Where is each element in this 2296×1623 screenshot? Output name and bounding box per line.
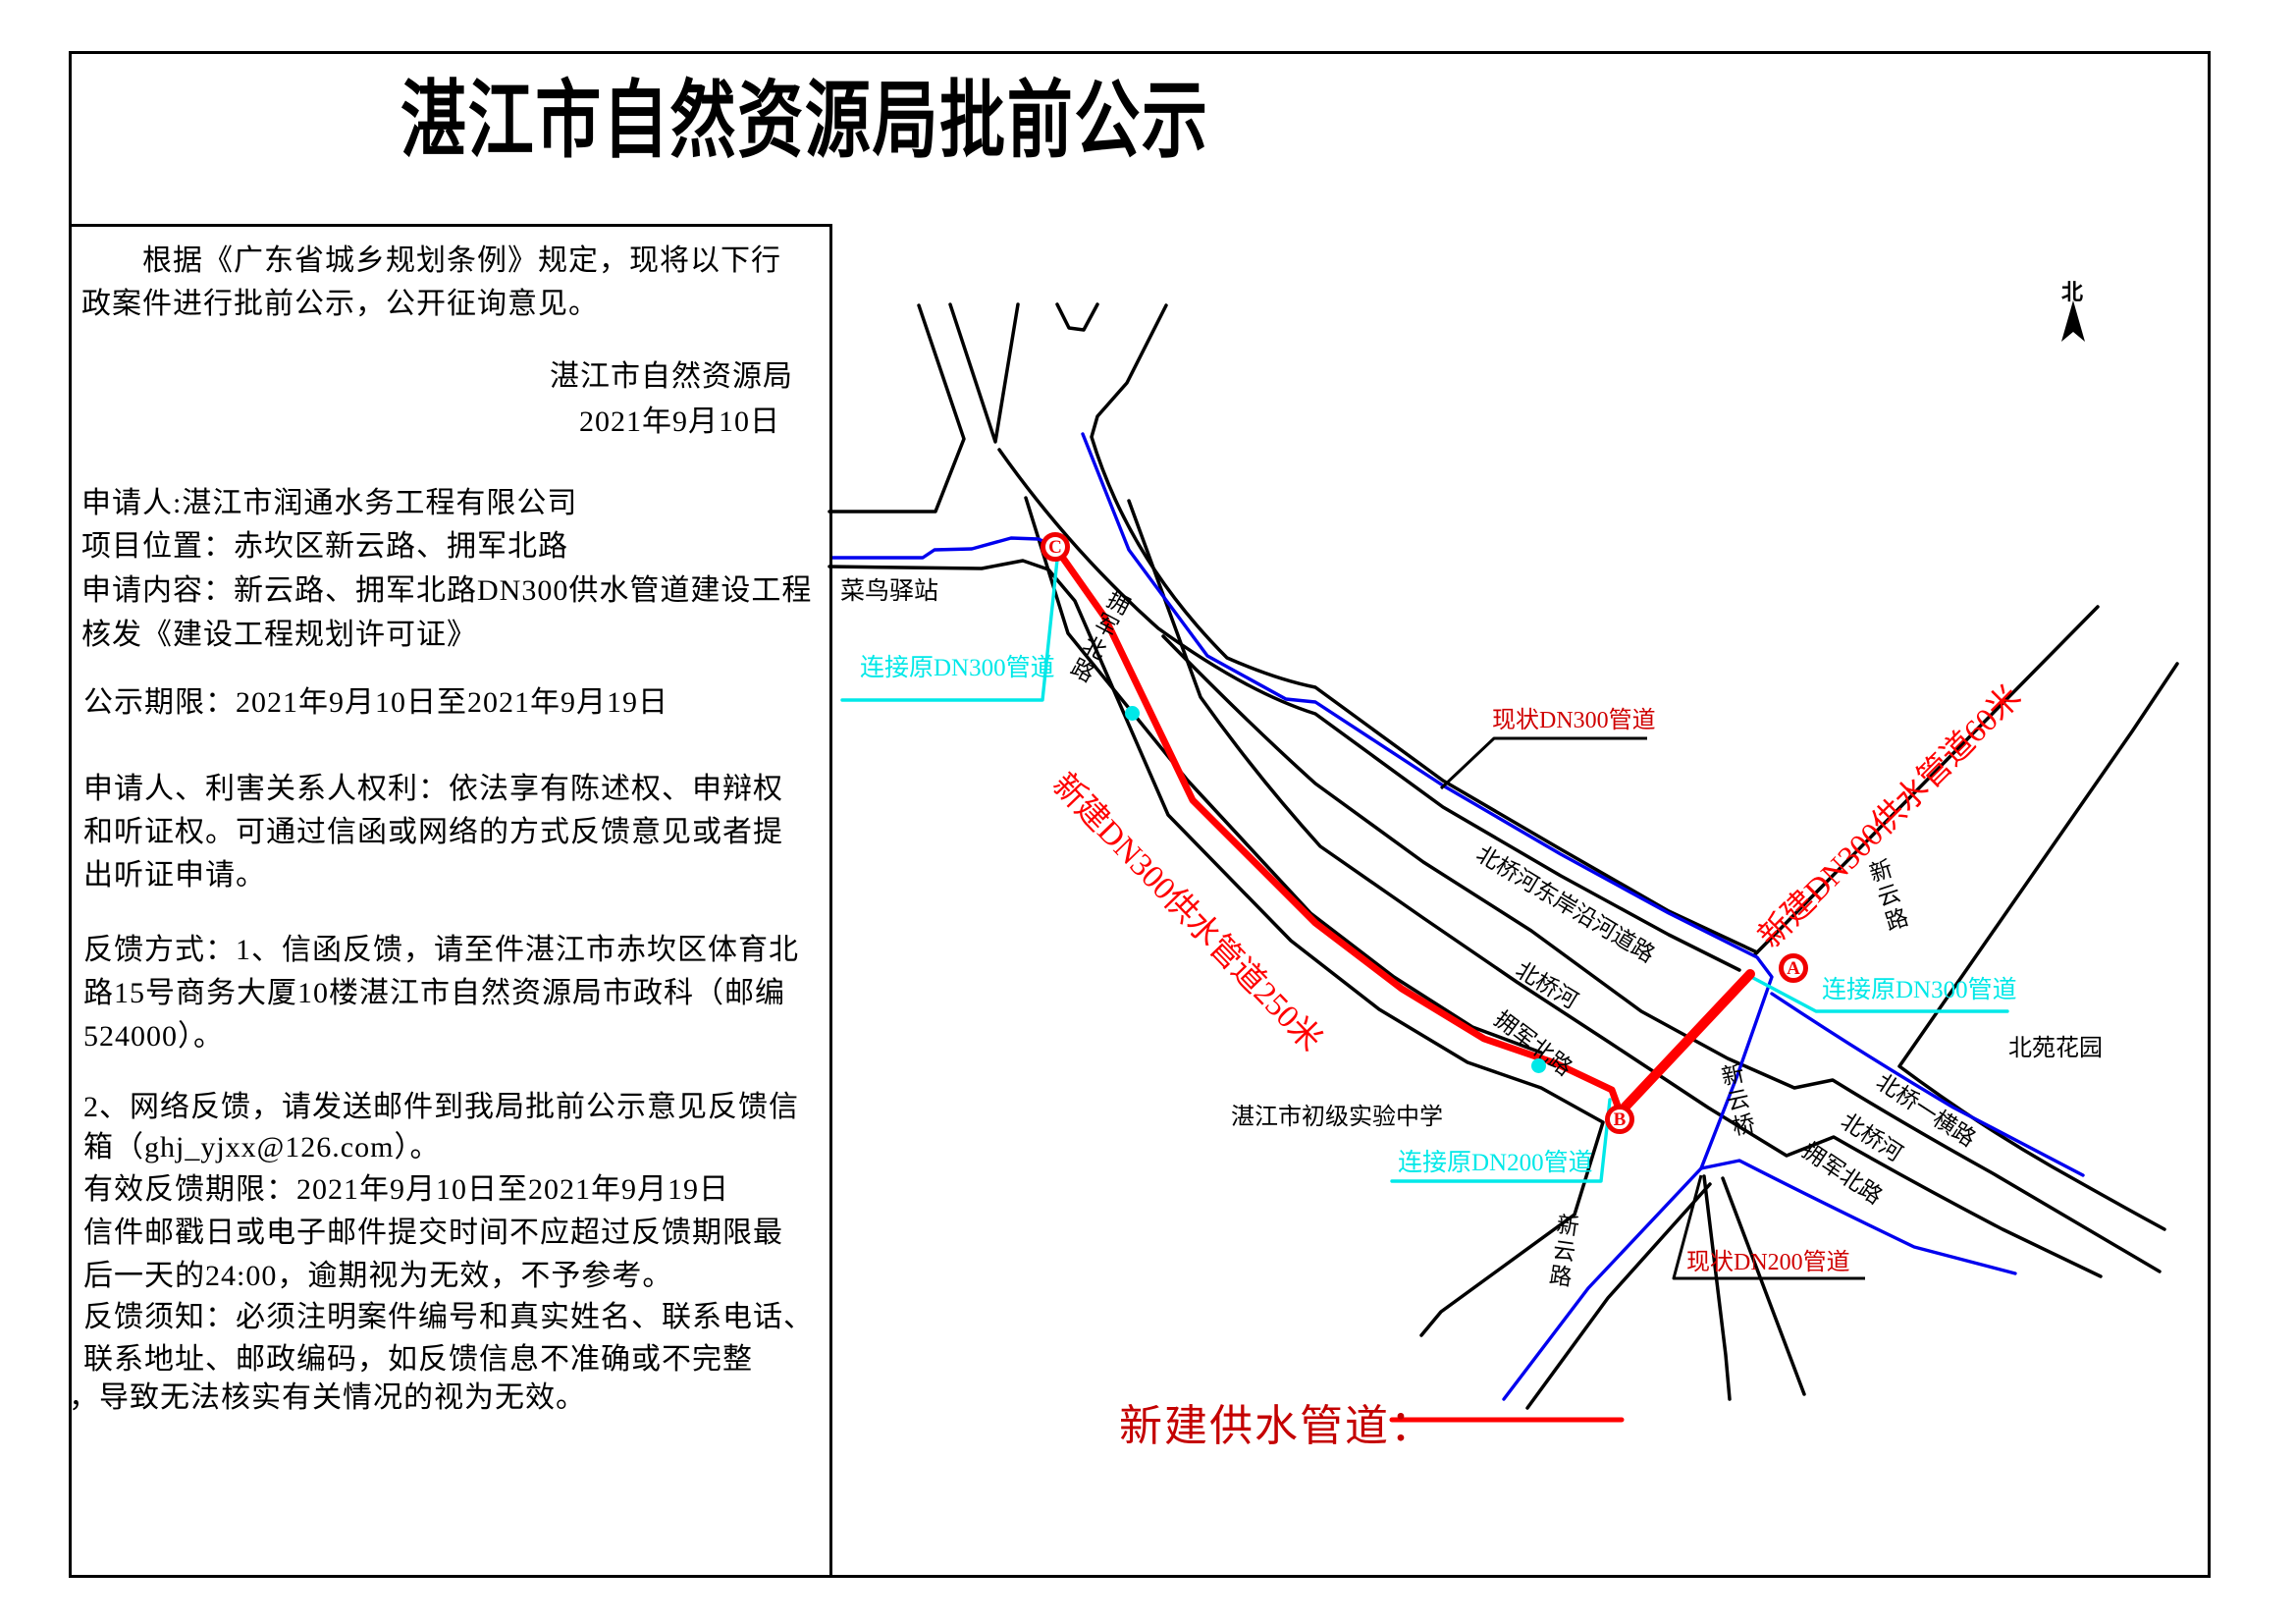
notice-line: 湛江市自然资源局 bbox=[550, 360, 793, 393]
notice-line: 2021年9月10日 bbox=[579, 406, 780, 438]
map-label: 菜鸟驿站 bbox=[840, 578, 939, 605]
pipe-node-marker-B: B bbox=[1605, 1105, 1634, 1134]
notice-line: 和听证权。可通过信函或网络的方式反馈意见或者提 bbox=[83, 816, 783, 848]
notice-line: 政案件进行批前公示，公开征询意见。 bbox=[81, 288, 599, 320]
map-label: 连接原DN200管道 bbox=[1398, 1150, 1593, 1176]
page-border-frame bbox=[69, 51, 2211, 1578]
notice-line: 根据《广东省城乡规划条例》规定，现将以下行 bbox=[142, 244, 781, 277]
map-label: 湛江市初级实验中学 bbox=[1231, 1105, 1443, 1130]
notice-line: 联系地址、邮政编码，如反馈信息不准确或不完整 bbox=[83, 1343, 753, 1376]
notice-line: 反馈方式：1、信函反馈，请至件湛江市赤坎区体育北 bbox=[83, 934, 799, 966]
title-separator-line bbox=[69, 224, 832, 227]
connection-point-dot bbox=[1125, 706, 1140, 721]
label-leader-lines bbox=[1439, 736, 1865, 1280]
page-title: 湛江市自然资源局批前公示 bbox=[400, 74, 1209, 168]
map-label: 连接原DN300管道 bbox=[1822, 977, 2017, 1003]
connection-point-dot bbox=[1531, 1058, 1546, 1073]
existing-pipe-lines bbox=[830, 432, 2085, 1401]
new-pipe-lines bbox=[1053, 546, 1755, 1423]
notice-line: 箱（ghj_yjxx@126.com）。 bbox=[83, 1131, 441, 1163]
panel-divider-line bbox=[829, 224, 832, 1578]
notice-line: 后一天的24:00，逾期视为无效，不予参考。 bbox=[83, 1260, 673, 1292]
notice-line: 项目位置：赤坎区新云路、拥军北路 bbox=[81, 530, 568, 563]
notice-line: 申请人、利害关系人权利：依法享有陈述权、申辩权 bbox=[83, 773, 783, 805]
notice-line: 申请内容：新云路、拥军北路DN300供水管道建设工程 bbox=[81, 574, 813, 607]
notice-line: 反馈须知：必须注明案件编号和真实姓名、联系电话、 bbox=[83, 1301, 814, 1333]
road-lines bbox=[828, 302, 2179, 1410]
notice-line: 路15号商务大厦10楼湛江市自然资源局市政科（邮编 bbox=[83, 977, 785, 1009]
pipe-node-marker-A: A bbox=[1779, 953, 1808, 983]
map-label: 连接原DN300管道 bbox=[860, 655, 1055, 681]
notice-line: 申请人:湛江市润通水务工程有限公司 bbox=[81, 487, 578, 519]
north-arrow-icon bbox=[2061, 300, 2085, 342]
notice-line: 核发《建设工程规划许可证》 bbox=[81, 619, 477, 651]
notice-line: 出听证申请。 bbox=[83, 859, 266, 892]
map-label: 现状DN200管道 bbox=[1686, 1250, 1850, 1275]
north-label: 北 bbox=[2061, 280, 2084, 304]
pipe-node-marker-C: C bbox=[1041, 532, 1070, 562]
map-label: 现状DN300管道 bbox=[1492, 708, 1656, 733]
notice-line: 公示期限：2021年9月10日至2021年9月19日 bbox=[83, 686, 668, 719]
legend-label: 新建供水管道： bbox=[1119, 1402, 1435, 1450]
notice-line: 2、网络反馈，请发送邮件到我局批前公示意见反馈信 bbox=[83, 1091, 799, 1123]
notice-line: 有效反馈期限：2021年9月10日至2021年9月19日 bbox=[83, 1173, 729, 1206]
notice-line: 524000）。 bbox=[83, 1020, 224, 1053]
map-label: 北苑花园 bbox=[2008, 1036, 2103, 1061]
notice-line: 信件邮戳日或电子邮件提交时间不应超过反馈期限最 bbox=[83, 1217, 783, 1249]
notice-line: ，导致无法核实有关情况的视为无效。 bbox=[69, 1381, 586, 1414]
